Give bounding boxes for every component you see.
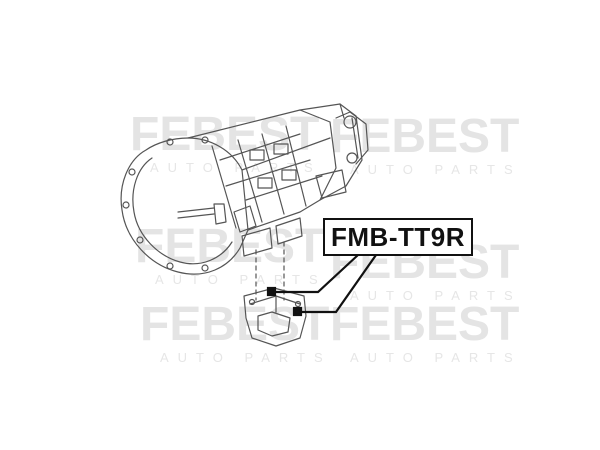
watermark-sub: AUTO PARTS [350,288,522,303]
leader-anchor-1 [266,286,277,297]
watermark-group: FEBEST AUTO PARTS FEBEST AUTO PARTS FEBE… [130,108,522,365]
watermark-sub: AUTO PARTS [350,350,522,365]
watermark-middle-right: FEBEST AUTO PARTS [330,236,522,303]
watermark-sub: AUTO PARTS [160,350,332,365]
part-number-label: FMB-TT9R [323,218,473,256]
leader-line-2 [298,254,377,314]
main-case [187,109,337,233]
watermark-bottom-left: FEBEST AUTO PARTS [140,298,332,365]
watermark-brand: FEBEST [135,220,324,273]
watermark-sub: AUTO PARTS [350,162,522,177]
watermark-sub: AUTO PARTS [155,272,327,287]
extension-housing [299,103,369,201]
transmission-drawing [120,103,369,347]
watermark-brand: FEBEST [130,108,319,161]
watermark-bottom-right: FEBEST AUTO PARTS [330,298,522,365]
leader-line-1 [272,254,359,294]
watermark-right: FEBEST AUTO PARTS [330,110,522,177]
leader-lines [266,254,377,317]
watermark-brand: FEBEST [140,298,329,351]
mount-brackets [241,217,303,257]
watermark-brand: FEBEST [330,298,519,351]
leader-anchor-2 [292,306,303,317]
watermark-middle: FEBEST AUTO PARTS [135,220,327,287]
engine-mount [243,287,307,347]
part-number-text: FMB-TT9R [331,221,465,252]
